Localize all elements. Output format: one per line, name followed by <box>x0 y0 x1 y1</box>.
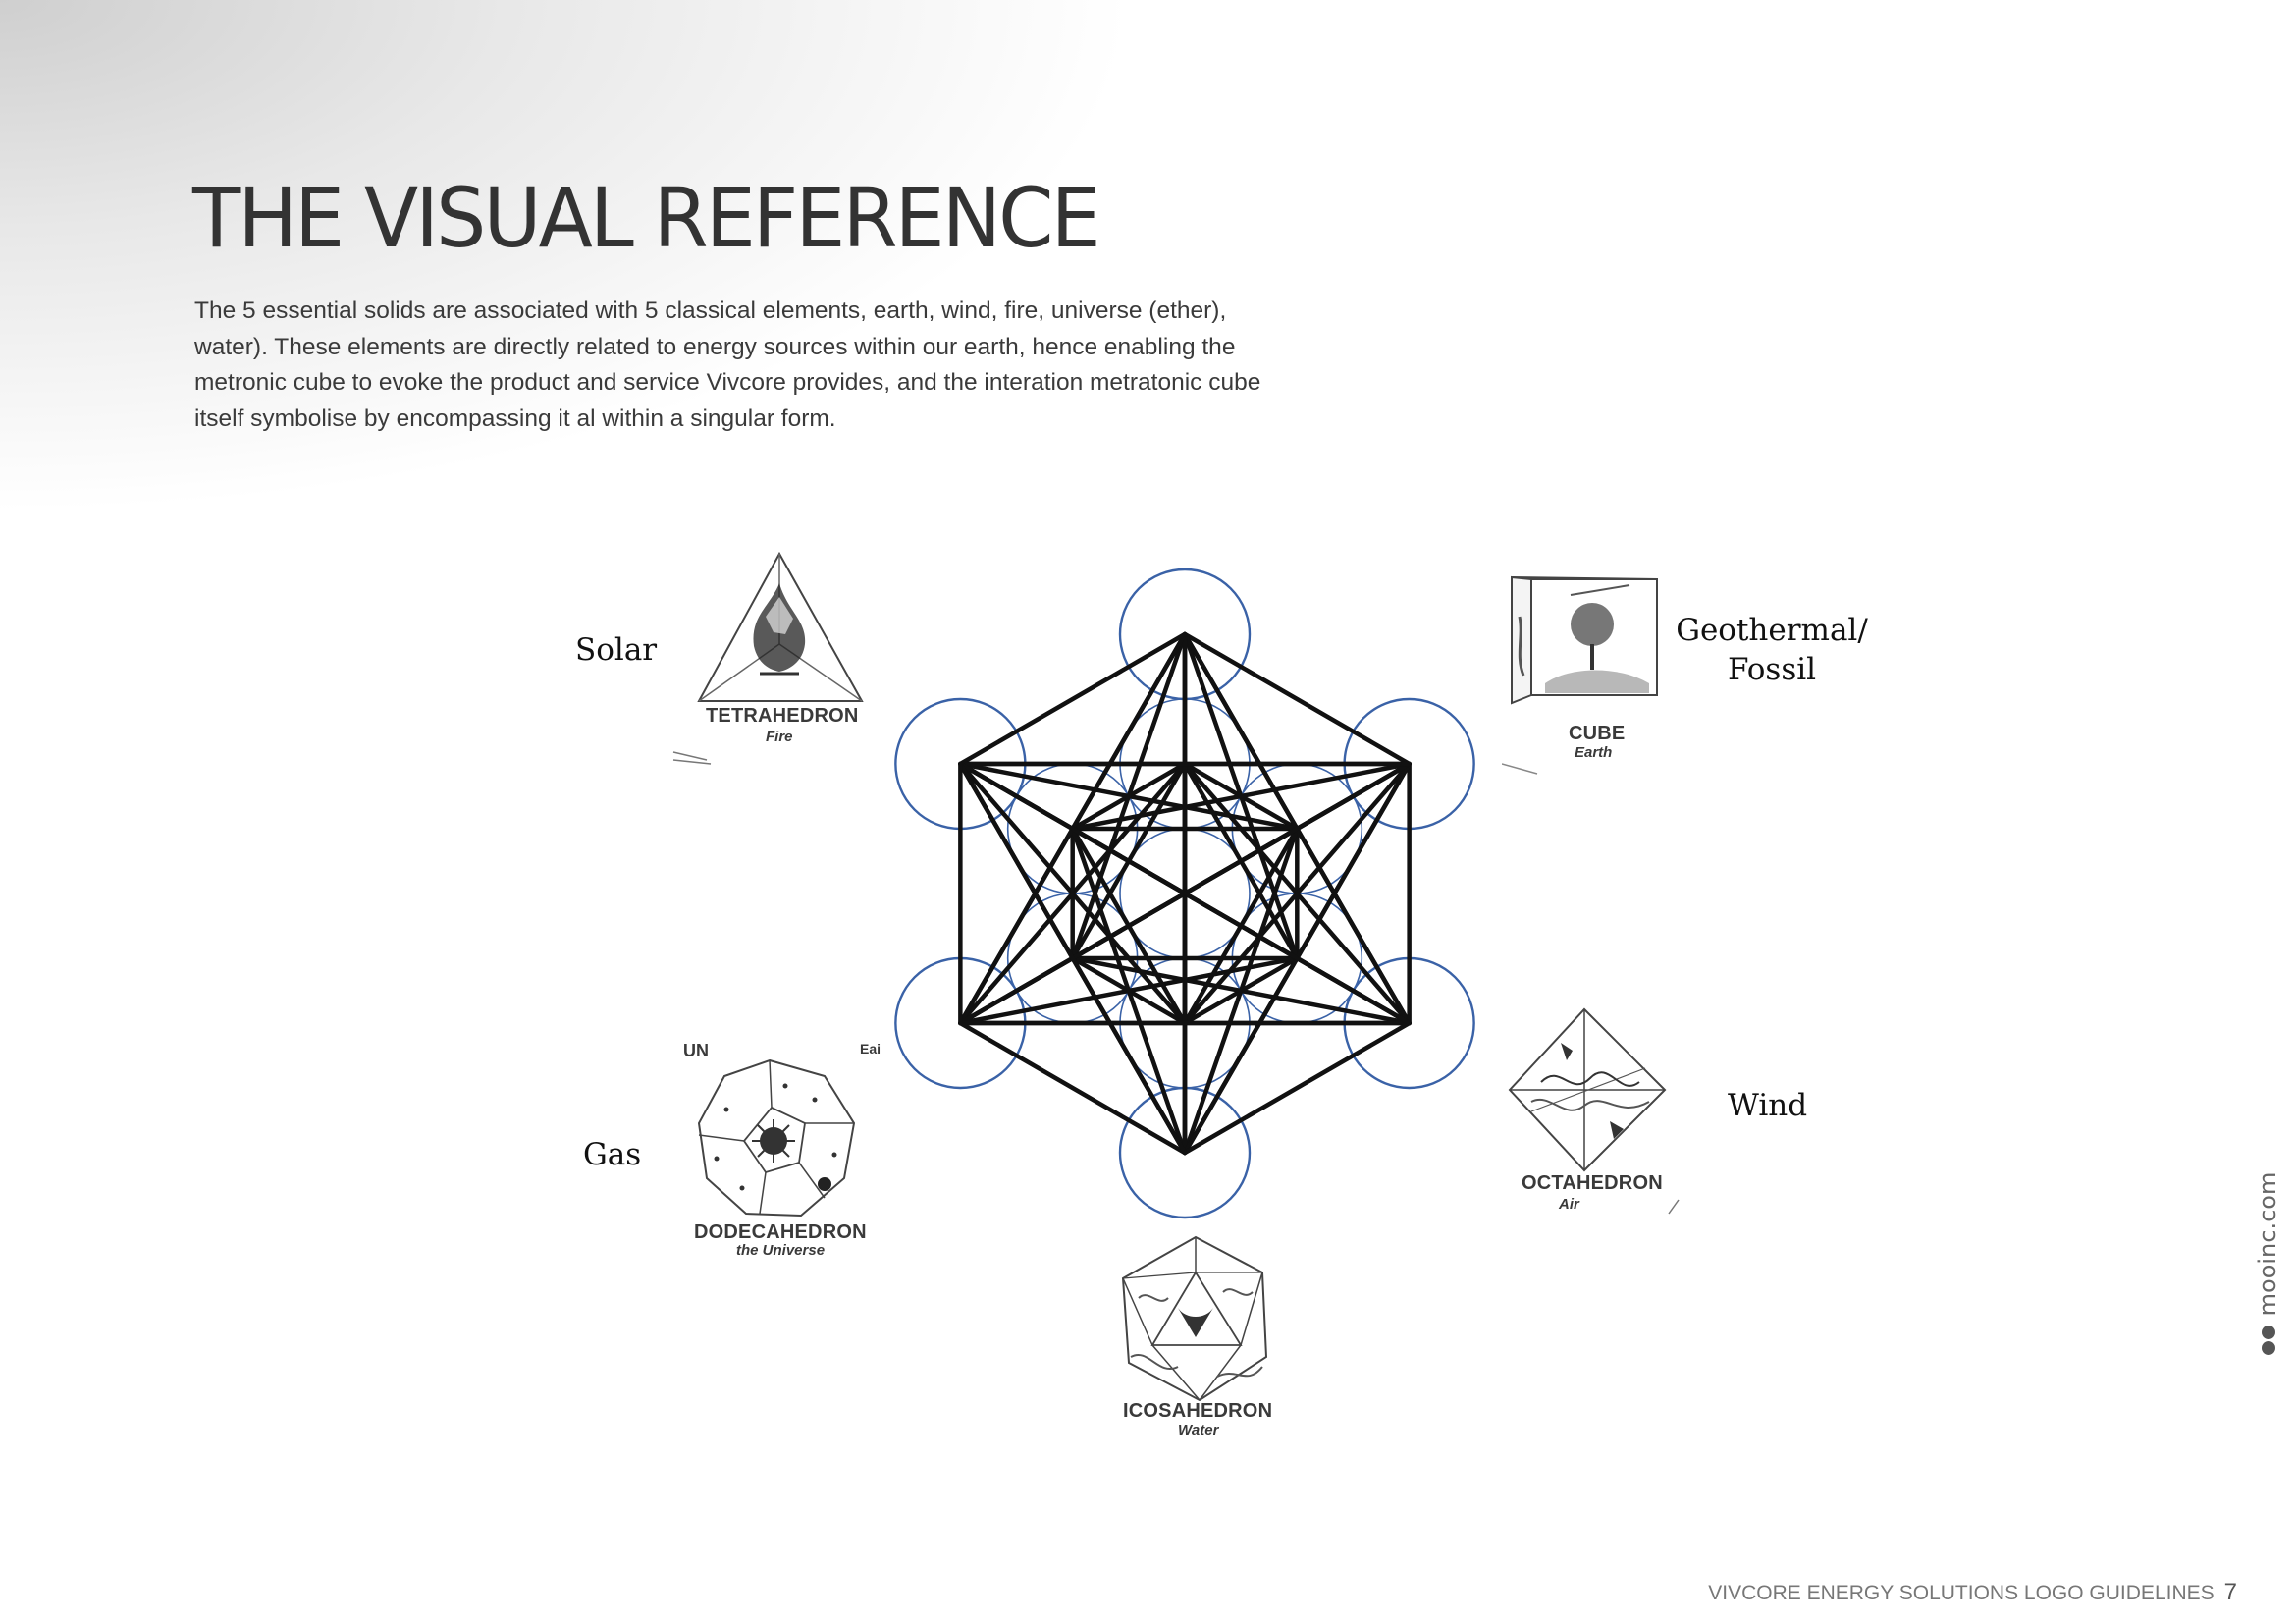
cube-element: Earth <box>1575 744 1613 761</box>
octahedron-name: OCTAHEDRON <box>1522 1172 1663 1194</box>
diagram-line <box>958 761 1188 1156</box>
diagram-line <box>1070 631 1188 961</box>
dodecahedron-name: DODECAHEDRON <box>694 1221 867 1243</box>
side-url: mooinc.com <box>2254 1172 2281 1355</box>
page-title: THE VISUAL REFERENCE <box>192 170 1101 266</box>
tetrahedron-name: TETRAHEDRON <box>706 705 859 727</box>
octahedron-icon <box>1508 1007 1680 1215</box>
label-wind: Wind <box>1728 1088 1808 1123</box>
diagram-line <box>958 1020 1188 1156</box>
label-gas: Gas <box>583 1137 642 1172</box>
page-footer: VIVCORE ENERGY SOLUTIONS LOGO GUIDELINES… <box>1708 1579 2237 1606</box>
tetrahedron-element: Fire <box>766 729 793 745</box>
intro-paragraph: The 5 essential solids are associated wi… <box>194 298 1261 432</box>
tetrahedron-icon <box>672 551 864 765</box>
icosahedron-icon <box>1121 1235 1268 1402</box>
dodecahedron-icon <box>697 1058 856 1218</box>
diagram-line <box>1070 826 1188 1156</box>
diagram-line <box>958 761 1412 1026</box>
diagram-line <box>1182 631 1412 767</box>
octahedron-plate: OCTAHEDRON Air <box>1502 1003 1690 1225</box>
diagram-line <box>1182 761 1412 1026</box>
cube-name: CUBE <box>1569 723 1626 744</box>
dodecahedron-element: the Universe <box>736 1242 826 1259</box>
label-geothermal: Geothermal/ Fossil <box>1669 611 1875 689</box>
diagram-line <box>1070 955 1412 1026</box>
label-geothermal-line2: Fossil <box>1727 652 1817 687</box>
cube-plate: CUBE Earth <box>1501 568 1679 776</box>
dodecahedron-fragment-left: UN <box>683 1041 709 1060</box>
side-url-text: mooinc.com <box>2254 1171 2281 1317</box>
icosahedron-element: Water <box>1178 1422 1219 1438</box>
page-number: 7 <box>2223 1579 2237 1605</box>
dot-icon <box>2262 1326 2275 1339</box>
icosahedron-name: ICOSAHEDRON <box>1123 1400 1273 1422</box>
cube-icon <box>1501 575 1658 775</box>
label-solar: Solar <box>575 632 658 668</box>
dodecahedron-plate: UN Eai DODECAHEDRON the Universe <box>677 1041 893 1263</box>
diagram-line <box>1070 761 1412 832</box>
label-geothermal-line1: Geothermal/ <box>1676 613 1868 648</box>
black-lines <box>958 631 1412 1156</box>
diagram-line <box>1182 1020 1412 1156</box>
tetrahedron-plate: TETRAHEDRON Fire <box>671 538 893 766</box>
dot-icon <box>2262 1341 2275 1355</box>
diagram-line <box>958 631 1188 767</box>
octahedron-element: Air <box>1559 1196 1579 1213</box>
icosahedron-plate: ICOSAHEDRON Water <box>1109 1229 1292 1441</box>
dodecahedron-fragment-right: Eai <box>860 1041 881 1056</box>
footer-text: VIVCORE ENERGY SOLUTIONS LOGO GUIDELINES <box>1708 1582 2215 1604</box>
